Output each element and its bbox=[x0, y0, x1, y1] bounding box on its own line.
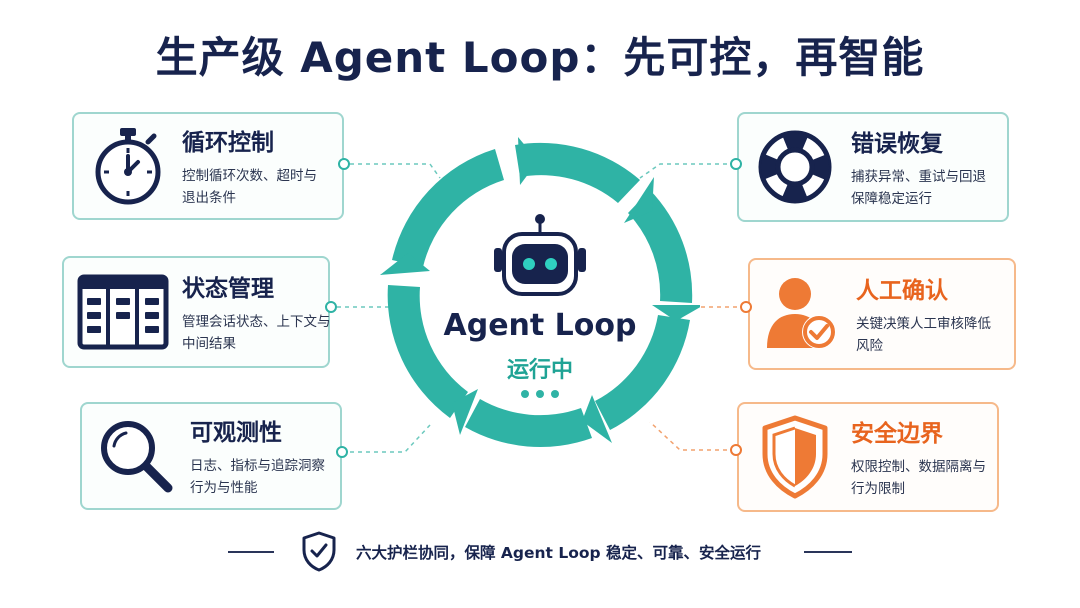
card-observability-title: 可观测性 bbox=[190, 420, 282, 446]
card-error-recovery-desc: 捕获异常、重试与回退保障稳定运行 bbox=[851, 169, 986, 207]
footer-line-right bbox=[804, 551, 852, 553]
card-safety-boundary-desc: 权限控制、数据隔离与行为限制 bbox=[851, 459, 986, 497]
connector-dot-observability bbox=[336, 446, 348, 458]
ring-segment-left-upper bbox=[392, 149, 504, 267]
card-error-recovery: 错误恢复 捕获异常、重试与回退保障稳定运行 bbox=[737, 112, 1009, 222]
card-loop-control-title: 循环控制 bbox=[182, 130, 274, 156]
shield-icon bbox=[762, 415, 828, 499]
card-state-management-title: 状态管理 bbox=[182, 276, 274, 302]
connector-dot-human-confirmation bbox=[740, 301, 752, 313]
card-observability-desc: 日志、指标与追踪洞察行为与性能 bbox=[190, 458, 325, 496]
card-error-recovery-icon-wrap bbox=[739, 114, 851, 220]
ring-arrow-left-lower bbox=[452, 389, 478, 435]
ring-arrow-right-upper bbox=[624, 177, 654, 223]
card-human-confirmation-title: 人工确认 bbox=[856, 278, 948, 304]
ring-segment-right-upper bbox=[628, 190, 693, 303]
center-status: 运行中 bbox=[506, 358, 573, 383]
card-observability-icon-wrap bbox=[82, 404, 190, 508]
page-title: 生产级 Agent Loop：先可控，再智能 bbox=[155, 33, 925, 82]
user-check-icon bbox=[767, 278, 836, 349]
connector-safety-boundary bbox=[649, 421, 735, 451]
footer-line-left bbox=[228, 551, 274, 553]
ring-segment-right-lower bbox=[595, 315, 690, 430]
card-state-management-desc: 管理会话状态、上下文与中间结果 bbox=[182, 314, 331, 352]
card-safety-boundary-title: 安全边界 bbox=[851, 421, 943, 447]
connector-error-recovery bbox=[639, 163, 735, 179]
card-human-confirmation: 人工确认 关键决策人工审核降低风险 bbox=[748, 258, 1016, 370]
stopwatch-icon bbox=[95, 128, 161, 205]
card-human-confirmation-desc: 关键决策人工审核降低风险 bbox=[856, 316, 991, 354]
connector-dot-safety-boundary bbox=[730, 444, 742, 456]
ring-segment-left-lower bbox=[387, 285, 468, 418]
connector-dot-loop-control bbox=[338, 158, 350, 170]
status-dots-icon bbox=[521, 390, 559, 398]
ring-arrow-bottom bbox=[582, 395, 612, 443]
kanban-board-icon bbox=[77, 274, 169, 350]
lifebuoy-icon bbox=[758, 130, 832, 204]
card-safety-boundary: 安全边界 权限控制、数据隔离与行为限制 bbox=[737, 402, 999, 512]
magnifier-icon bbox=[101, 421, 173, 493]
ring-arrow-left-upper bbox=[380, 253, 430, 275]
card-safety-boundary-icon-wrap bbox=[739, 404, 851, 510]
connector-dot-state-management bbox=[325, 301, 337, 313]
footer-text: 六大护栏协同，保障 Agent Loop 稳定、可靠、安全运行 bbox=[356, 544, 762, 562]
ring-arrow-right-lower bbox=[652, 305, 700, 321]
ring-arrow-top bbox=[518, 137, 538, 185]
ring-segment-top bbox=[515, 142, 640, 203]
card-loop-control: 循环控制 控制循环次数、超时与退出条件 bbox=[72, 112, 344, 220]
loop-ring bbox=[380, 137, 700, 448]
card-state-management-icon-wrap bbox=[64, 258, 182, 366]
card-error-recovery-title: 错误恢复 bbox=[851, 131, 943, 157]
card-human-confirmation-icon-wrap bbox=[750, 260, 856, 368]
connector-loop-control bbox=[350, 163, 441, 179]
connector-dot-error-recovery bbox=[730, 158, 742, 170]
card-loop-control-icon-wrap bbox=[74, 114, 182, 218]
center-title: Agent Loop bbox=[443, 308, 637, 343]
card-state-management: 状态管理 管理会话状态、上下文与中间结果 bbox=[62, 256, 331, 368]
shield-check-icon bbox=[302, 531, 336, 572]
card-observability: 可观测性 日志、指标与追踪洞察行为与性能 bbox=[80, 402, 342, 510]
robot-icon bbox=[494, 214, 586, 296]
card-loop-control-desc: 控制循环次数、超时与退出条件 bbox=[182, 168, 317, 206]
connector-observability bbox=[350, 424, 431, 453]
ring-segment-bottom bbox=[465, 399, 592, 448]
